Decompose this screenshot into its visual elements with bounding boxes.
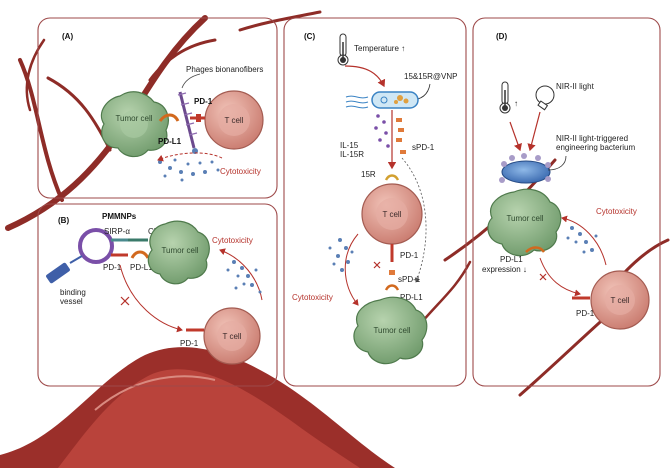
panel-c-tag: (C) [304, 32, 315, 41]
blocked-arrow-d [539, 257, 581, 297]
cytotoxicity-label-d: Cytotoxicity [596, 207, 637, 216]
tumor-cell-d: Tumor cell [487, 188, 562, 257]
tumor-label-a: Tumor cell [115, 114, 152, 123]
pdl1-label-b: PD-L1 [130, 263, 153, 272]
panel-d-tag: (D) [496, 32, 507, 41]
pd1-left-label-b: PD-1 [103, 263, 122, 272]
pmmnp-particle-icon [46, 228, 114, 284]
secreted-factors-c [374, 114, 406, 154]
nir-label: NIR-II light [556, 82, 595, 91]
phage-label: Phages bionanofibers [186, 65, 263, 74]
cytotoxicity-label-a: Cytotoxicity [220, 167, 261, 176]
cytotoxicity-arrow-d [561, 215, 607, 266]
pdl1-expression-line1: PD-L1 [500, 255, 523, 264]
vessel-label-line1: binding [60, 288, 86, 297]
t-cell-b: T cell [203, 307, 261, 365]
pmmnps-label: PMMNPs [102, 212, 137, 221]
vessel-label-line2: vessel [60, 297, 83, 306]
block-x-icon [120, 296, 130, 306]
tumor-label-b: Tumor cell [161, 246, 198, 255]
pd1-label-a: PD-1 [194, 97, 213, 106]
pd1-receptor-a [190, 114, 205, 122]
panel-a-tag: (A) [62, 32, 73, 41]
block-x-icon-c [373, 261, 381, 269]
vnp-bacterium-icon [345, 91, 419, 109]
pdl1-label-a: PD-L1 [158, 137, 182, 146]
pd1-label-c: PD-1 [400, 251, 419, 260]
il15r-label: IL-15R [340, 150, 364, 159]
15r-label: 15R [361, 170, 376, 179]
t-cell-d: T cell [590, 270, 650, 330]
bacterium-label-line1: NIR-II light-triggered [556, 134, 628, 143]
granule-dots-d [566, 226, 598, 254]
spd1-top-label: sPD-1 [412, 143, 435, 152]
vessel-label: binding vessel [60, 288, 88, 306]
tcell-label-b: T cell [223, 332, 242, 341]
panel-b-frame [37, 203, 278, 387]
main-blood-vessel [0, 347, 395, 468]
cytotoxicity-label-c: Cytotoxicity [292, 293, 333, 302]
t-cell-c: T cell [361, 183, 423, 245]
panel-d: (D) ↑ NIR-II light NIR-II light-trigge [482, 32, 650, 330]
tumor-label-a-text: Tumor cell [115, 114, 152, 123]
cytotoxicity-arrow-a [157, 152, 223, 162]
pd1-tcell-label-b: PD-1 [180, 339, 199, 348]
light-bulb-icon [535, 85, 555, 111]
granule-dots-a [158, 158, 220, 182]
tumor-label-c: Tumor cell [373, 326, 410, 335]
temperature-label: Temperature ↑ [354, 44, 405, 53]
vnp-label: 15&15R@VNP [404, 72, 457, 81]
panel-b-tag: (B) [58, 216, 69, 225]
blocked-arrow-b [119, 264, 183, 333]
cytotoxicity-label-b: Cytotoxicity [212, 236, 253, 245]
bacterium-label-line2: engineering bacterium [556, 143, 635, 152]
pd1-label-d: PD-1 [576, 309, 595, 318]
panel-c-frame [283, 17, 467, 387]
sirpa-label: SIRP-α [104, 227, 130, 236]
svg-text:↑: ↑ [514, 99, 518, 108]
tumor-cell-c: Tumor cell [353, 296, 428, 365]
pdl1-expression-line2: expression ↓ [482, 265, 527, 274]
tcell-label-c: T cell [383, 210, 402, 219]
tumor-cell-a: Tumor cell [100, 91, 169, 158]
granule-dots-b [226, 260, 262, 294]
panel-c: (C) Temperature ↑ 15&15R@VNP [292, 32, 457, 365]
pdl1-expression-label: PD-L1 expression ↓ [482, 255, 527, 274]
panel-a: (A) Tumor cell T cell Phages bionanofi [62, 32, 264, 182]
spd1-bottom-label: sPD-1 [398, 275, 421, 284]
phage-fiber-icon [177, 91, 198, 154]
panel-d-frame [472, 17, 661, 387]
pdl1-label-c: PD-L1 [400, 293, 423, 302]
t-cell-a: T cell [204, 90, 264, 150]
tcell-label-d: T cell [611, 296, 630, 305]
tcell-label-a: T cell [225, 116, 244, 125]
tumor-cell-b: Tumor cell [147, 220, 210, 285]
cytotoxicity-arrow-c [344, 233, 359, 306]
thermometer-icon [337, 33, 349, 66]
engineered-bacterium-icon [499, 153, 551, 184]
il15-label: IL-15 [340, 141, 359, 150]
thermometer-icon-d: ↑ [499, 81, 518, 114]
granule-dots-c [328, 238, 354, 272]
panel-b: (B) PMMNPs binding vessel SIRP-α PD-1 CD… [46, 212, 263, 365]
tumor-label-d: Tumor cell [506, 214, 543, 223]
panel-a-frame [37, 17, 278, 199]
cytotoxicity-arrow-b [219, 248, 263, 301]
block-x-icon-d [539, 273, 547, 281]
pdl1-receptor-a [158, 113, 180, 122]
bacterium-label: NIR-II light-triggered engineering bacte… [556, 134, 635, 152]
